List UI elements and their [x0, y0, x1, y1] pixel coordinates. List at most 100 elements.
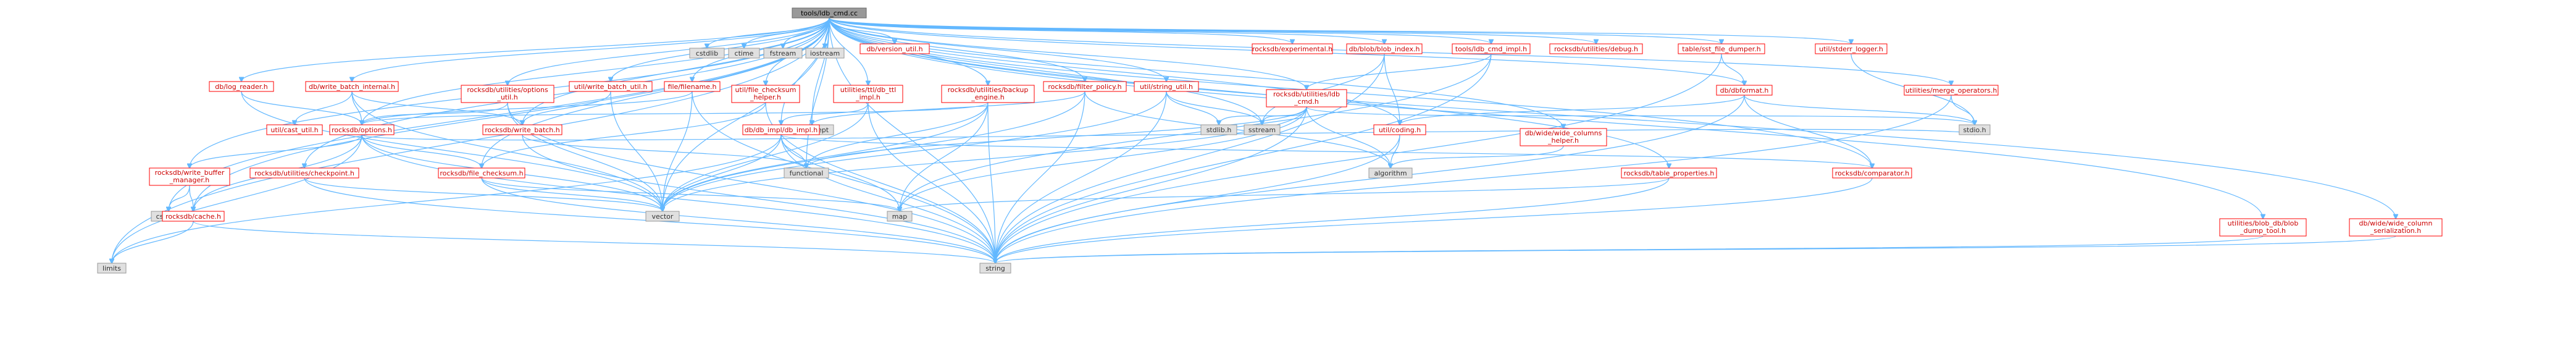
node-box	[162, 211, 225, 222]
edge-util_merge_ops-to-stdio	[1951, 95, 1975, 125]
edge-rdb_filter-to-stdexcept	[812, 91, 1085, 125]
edge-rdb_table_props-to-string	[995, 177, 1670, 263]
node-rdb_experimental[interactable]: rocksdb/experimental.h	[1252, 43, 1333, 54]
edge-util_string-to-stdlib	[1166, 91, 1219, 125]
edge-root-to-rdb_util_opts	[508, 17, 830, 85]
node-util_blob_dump[interactable]: utilities/blob_db/blob_dump_tool.h	[2219, 218, 2307, 237]
edge-rdb_cache-to-string	[193, 221, 995, 263]
node-util_wbutil[interactable]: util/write_batch_util.h	[569, 81, 653, 92]
node-sstream: sstream	[1244, 124, 1281, 135]
node-label: utilities/merge_operators.h	[1905, 86, 1997, 95]
edge-rdb_ldb_cmd-to-string	[995, 106, 1307, 263]
edge-tools_ldb_impl-to-string	[995, 53, 1492, 263]
edge-db_db_impl-to-vector	[663, 134, 782, 211]
node-util_ttl[interactable]: utilities/ttl/db_ttl_impl.h	[833, 85, 903, 103]
node-rdb_ldb_cmd[interactable]: rocksdb/utilities/ldb_cmd.h	[1266, 89, 1347, 108]
node-label: vector	[652, 213, 674, 221]
node-db_wbi[interactable]: db/write_batch_internal.h	[305, 81, 399, 92]
node-db_wide_ser[interactable]: db/wide/wide_column_serialization.h	[2349, 218, 2443, 237]
node-box	[689, 48, 725, 59]
node-rdb_cache[interactable]: rocksdb/cache.h	[162, 211, 225, 222]
edge-layer	[112, 17, 2396, 263]
node-util_fcs_helper[interactable]: util/file_checksum_helper.h	[731, 85, 800, 103]
node-db_log_reader[interactable]: db/log_reader.h	[209, 81, 274, 92]
node-rdb_debug[interactable]: rocksdb/utilities/debug.h	[1549, 43, 1643, 54]
node-box	[438, 167, 525, 179]
edge-file_filename-to-string	[692, 91, 995, 263]
node-root[interactable]: tools/ldb_cmd.cc	[792, 7, 867, 19]
node-db_dbformat[interactable]: db/dbformat.h	[1716, 85, 1773, 96]
node-box	[1621, 167, 1717, 179]
edge-rdb_backup-to-string	[987, 102, 995, 263]
node-util_cast[interactable]: util/cast_util.h	[266, 124, 323, 135]
node-label: _serialization.h	[2370, 227, 2422, 235]
edge-db_dbformat-to-stdio	[1744, 95, 1975, 125]
node-box	[728, 48, 760, 59]
node-box	[97, 263, 127, 274]
node-box	[1678, 43, 1765, 54]
node-box	[461, 85, 554, 103]
node-rdb_options[interactable]: rocksdb/options.h	[329, 124, 395, 135]
edge-root-to-table_sst_dumper	[829, 17, 1721, 44]
node-label: _helper.h	[750, 93, 781, 101]
edge-root-to-util_blob_dump	[829, 17, 2263, 219]
node-stdio: stdio.h	[1959, 124, 1991, 135]
node-box	[1043, 81, 1127, 92]
node-rdb_backup[interactable]: rocksdb/utilities/backup_engine.h	[941, 85, 1035, 103]
node-db_db_impl[interactable]: db/db_impl/db_impl.h	[742, 124, 820, 135]
node-tools_ldb_impl[interactable]: tools/ldb_cmd_impl.h	[1452, 43, 1531, 54]
edge-root-to-rdb_options	[362, 17, 830, 125]
edge-util_blob_dump-to-string	[995, 235, 2264, 263]
node-label: util/coding.h	[1379, 126, 1421, 134]
node-label: map	[892, 213, 907, 221]
node-label: algorithm	[1374, 169, 1407, 177]
node-util_coding[interactable]: util/coding.h	[1373, 124, 1426, 135]
node-util_string[interactable]: util/string_util.h	[1134, 81, 1199, 92]
node-stdlib: stdlib.h	[1200, 124, 1237, 135]
node-box	[149, 167, 230, 186]
edge-util_merge_ops-to-string	[995, 95, 1952, 263]
edge-db_wide_ser-to-string	[995, 235, 2396, 263]
node-rdb_write_batch[interactable]: rocksdb/write_batch.h	[482, 124, 562, 135]
node-db_blob_index[interactable]: db/blob/blob_index.h	[1346, 43, 1423, 54]
edge-table_sst_dumper-to-db_dbformat	[1721, 53, 1744, 85]
node-db_wide_helper[interactable]: db/wide/wide_columns_helper.h	[1520, 128, 1607, 146]
node-rdb_util_opts[interactable]: rocksdb/utilities/options_util.h	[461, 85, 554, 103]
node-box	[1549, 43, 1643, 54]
node-table_sst_dumper[interactable]: table/sst_file_dumper.h	[1678, 43, 1765, 54]
edge-rdb_comparator-to-string	[995, 177, 1873, 263]
node-box	[887, 211, 913, 222]
edge-root-to-db_wide_helper	[829, 17, 1563, 129]
edge-rdb_write_batch-to-functional	[522, 134, 806, 168]
node-rdb_wbm[interactable]: rocksdb/write_buffer_manager.h	[149, 167, 230, 186]
node-iostream: iostream	[805, 48, 845, 59]
edge-root-to-util_stderr	[829, 17, 1851, 44]
edge-db_wide_helper-to-algorithm	[1390, 145, 1564, 168]
node-box	[979, 263, 1011, 274]
node-rdb_table_props[interactable]: rocksdb/table_properties.h	[1621, 167, 1717, 179]
edge-util_string-to-vector	[663, 91, 1167, 211]
node-db_version_util[interactable]: db/version_util.h	[859, 43, 930, 54]
node-label: file/filename.h	[668, 83, 717, 91]
edge-rdb_backup-to-map	[900, 102, 989, 211]
edge-root-to-rdb_ldb_cmd	[829, 17, 1307, 90]
node-box	[805, 48, 845, 59]
edge-rdb_backup-to-rdb_options	[362, 102, 989, 125]
node-file_filename[interactable]: file/filename.h	[664, 81, 721, 92]
node-rdb_checkpoint[interactable]: rocksdb/utilities/checkpoint.h	[249, 167, 359, 179]
edge-db_db_impl-to-string	[780, 134, 995, 263]
node-rdb_filter[interactable]: rocksdb/filter_policy.h	[1043, 81, 1127, 92]
node-rdb_file_checksum[interactable]: rocksdb/file_checksum.h	[438, 167, 525, 179]
node-rdb_comparator[interactable]: rocksdb/comparator.h	[1832, 167, 1912, 179]
node-box	[1373, 124, 1426, 135]
node-box	[1716, 85, 1773, 96]
node-box	[645, 211, 680, 222]
node-box	[1252, 43, 1333, 54]
node-label: util/string_util.h	[1140, 83, 1193, 91]
node-label: rocksdb/utilities/options	[467, 86, 548, 94]
node-util_stderr[interactable]: util/stderr_logger.h	[1815, 43, 1888, 54]
edge-rdb_options-to-stdio	[361, 129, 1975, 141]
node-util_merge_ops[interactable]: utilities/merge_operators.h	[1904, 85, 1999, 96]
edge-rdb_backup-to-vector	[663, 102, 989, 211]
edge-rdb_ldb_cmd-to-stdio	[1306, 106, 1975, 125]
